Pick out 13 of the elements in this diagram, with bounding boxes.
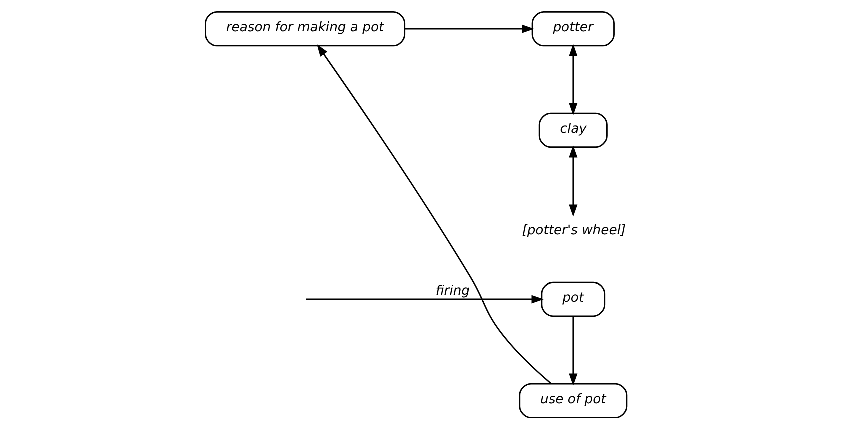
node-box: potter: [531, 11, 614, 47]
node-box: pot: [540, 282, 606, 318]
arrow: [568, 316, 578, 386]
arrow: [404, 24, 534, 34]
arrow: [306, 295, 544, 304]
arrow: [568, 44, 578, 116]
arrow: [316, 44, 552, 384]
edge-label: firing: [435, 284, 470, 300]
node-text: [potter's wheel]: [522, 223, 626, 238]
node-box: reason for making a pot: [204, 11, 406, 47]
node-box: clay: [538, 112, 608, 148]
node-box: use of pot: [518, 383, 628, 419]
arrow: [568, 145, 578, 217]
